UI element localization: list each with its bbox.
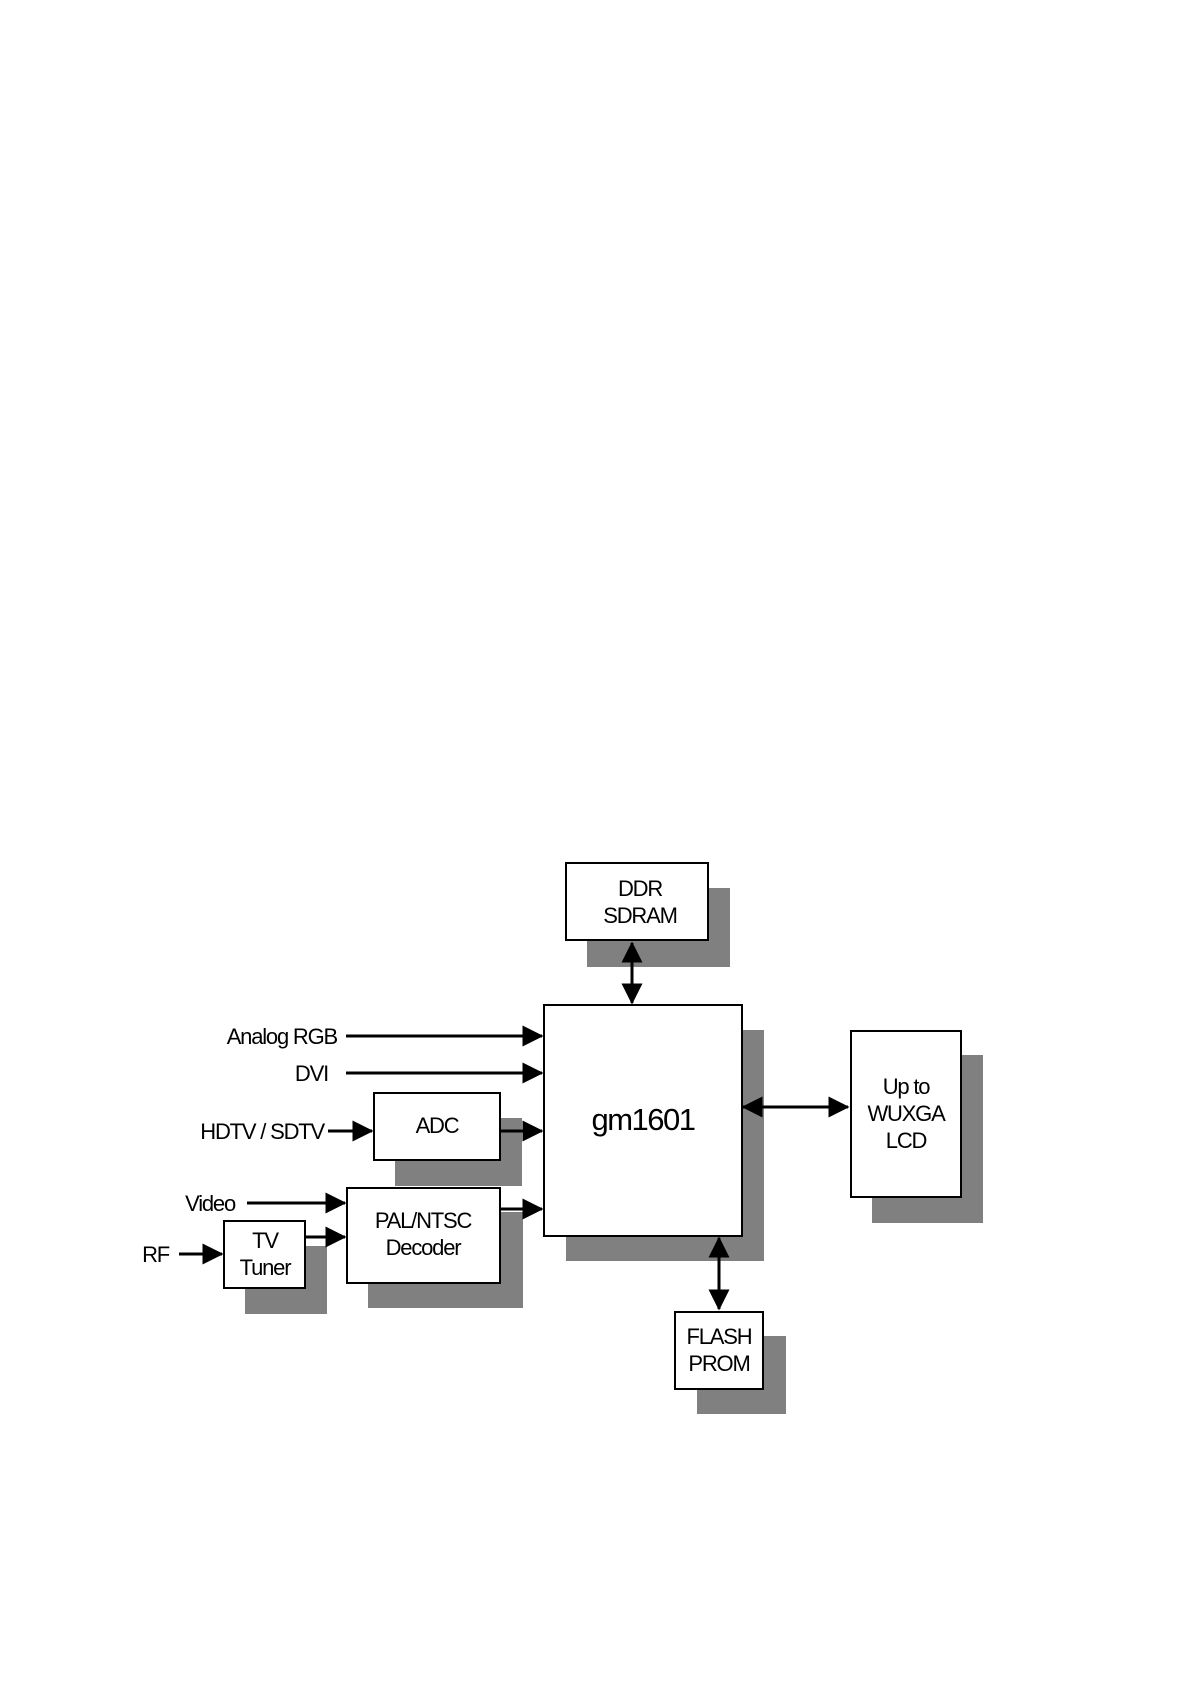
ddr-sdram-box — [566, 863, 708, 940]
ddr-label-line2: SDRAM — [603, 903, 676, 928]
adc-block: ADC — [374, 1093, 500, 1160]
rf-label: RF — [142, 1242, 170, 1267]
ddr-sdram-block: DDR SDRAM — [566, 863, 708, 940]
lcd-label-line3: LCD — [886, 1128, 927, 1153]
decoder-label-line2: Decoder — [386, 1235, 462, 1260]
dvi-label: DVI — [295, 1061, 328, 1086]
flash-label-line1: FLASH — [687, 1324, 752, 1349]
analog-rgb-label: Analog RGB — [227, 1024, 338, 1049]
decoder-label-line1: PAL/NTSC — [375, 1208, 473, 1233]
video-label: Video — [185, 1191, 236, 1216]
ddr-label-line1: DDR — [618, 876, 662, 901]
lcd-label-line1: Up to — [883, 1074, 931, 1099]
tuner-label-line2: Tuner — [240, 1255, 292, 1280]
flash-label-line2: PROM — [688, 1351, 749, 1376]
tv-tuner-block: TV Tuner — [224, 1221, 305, 1288]
tuner-label-line1: TV — [252, 1228, 279, 1253]
adc-label: ADC — [416, 1113, 460, 1138]
hdtv-sdtv-label: HDTV / SDTV — [200, 1119, 325, 1144]
gm1601-block: gm1601 — [544, 1005, 742, 1236]
decoder-block: PAL/NTSC Decoder — [347, 1188, 500, 1283]
gm1601-label: gm1601 — [591, 1102, 694, 1137]
lcd-label-line2: WUXGA — [867, 1101, 946, 1126]
flash-prom-block: FLASH PROM — [675, 1312, 763, 1389]
lcd-block: Up to WUXGA LCD — [851, 1031, 961, 1197]
